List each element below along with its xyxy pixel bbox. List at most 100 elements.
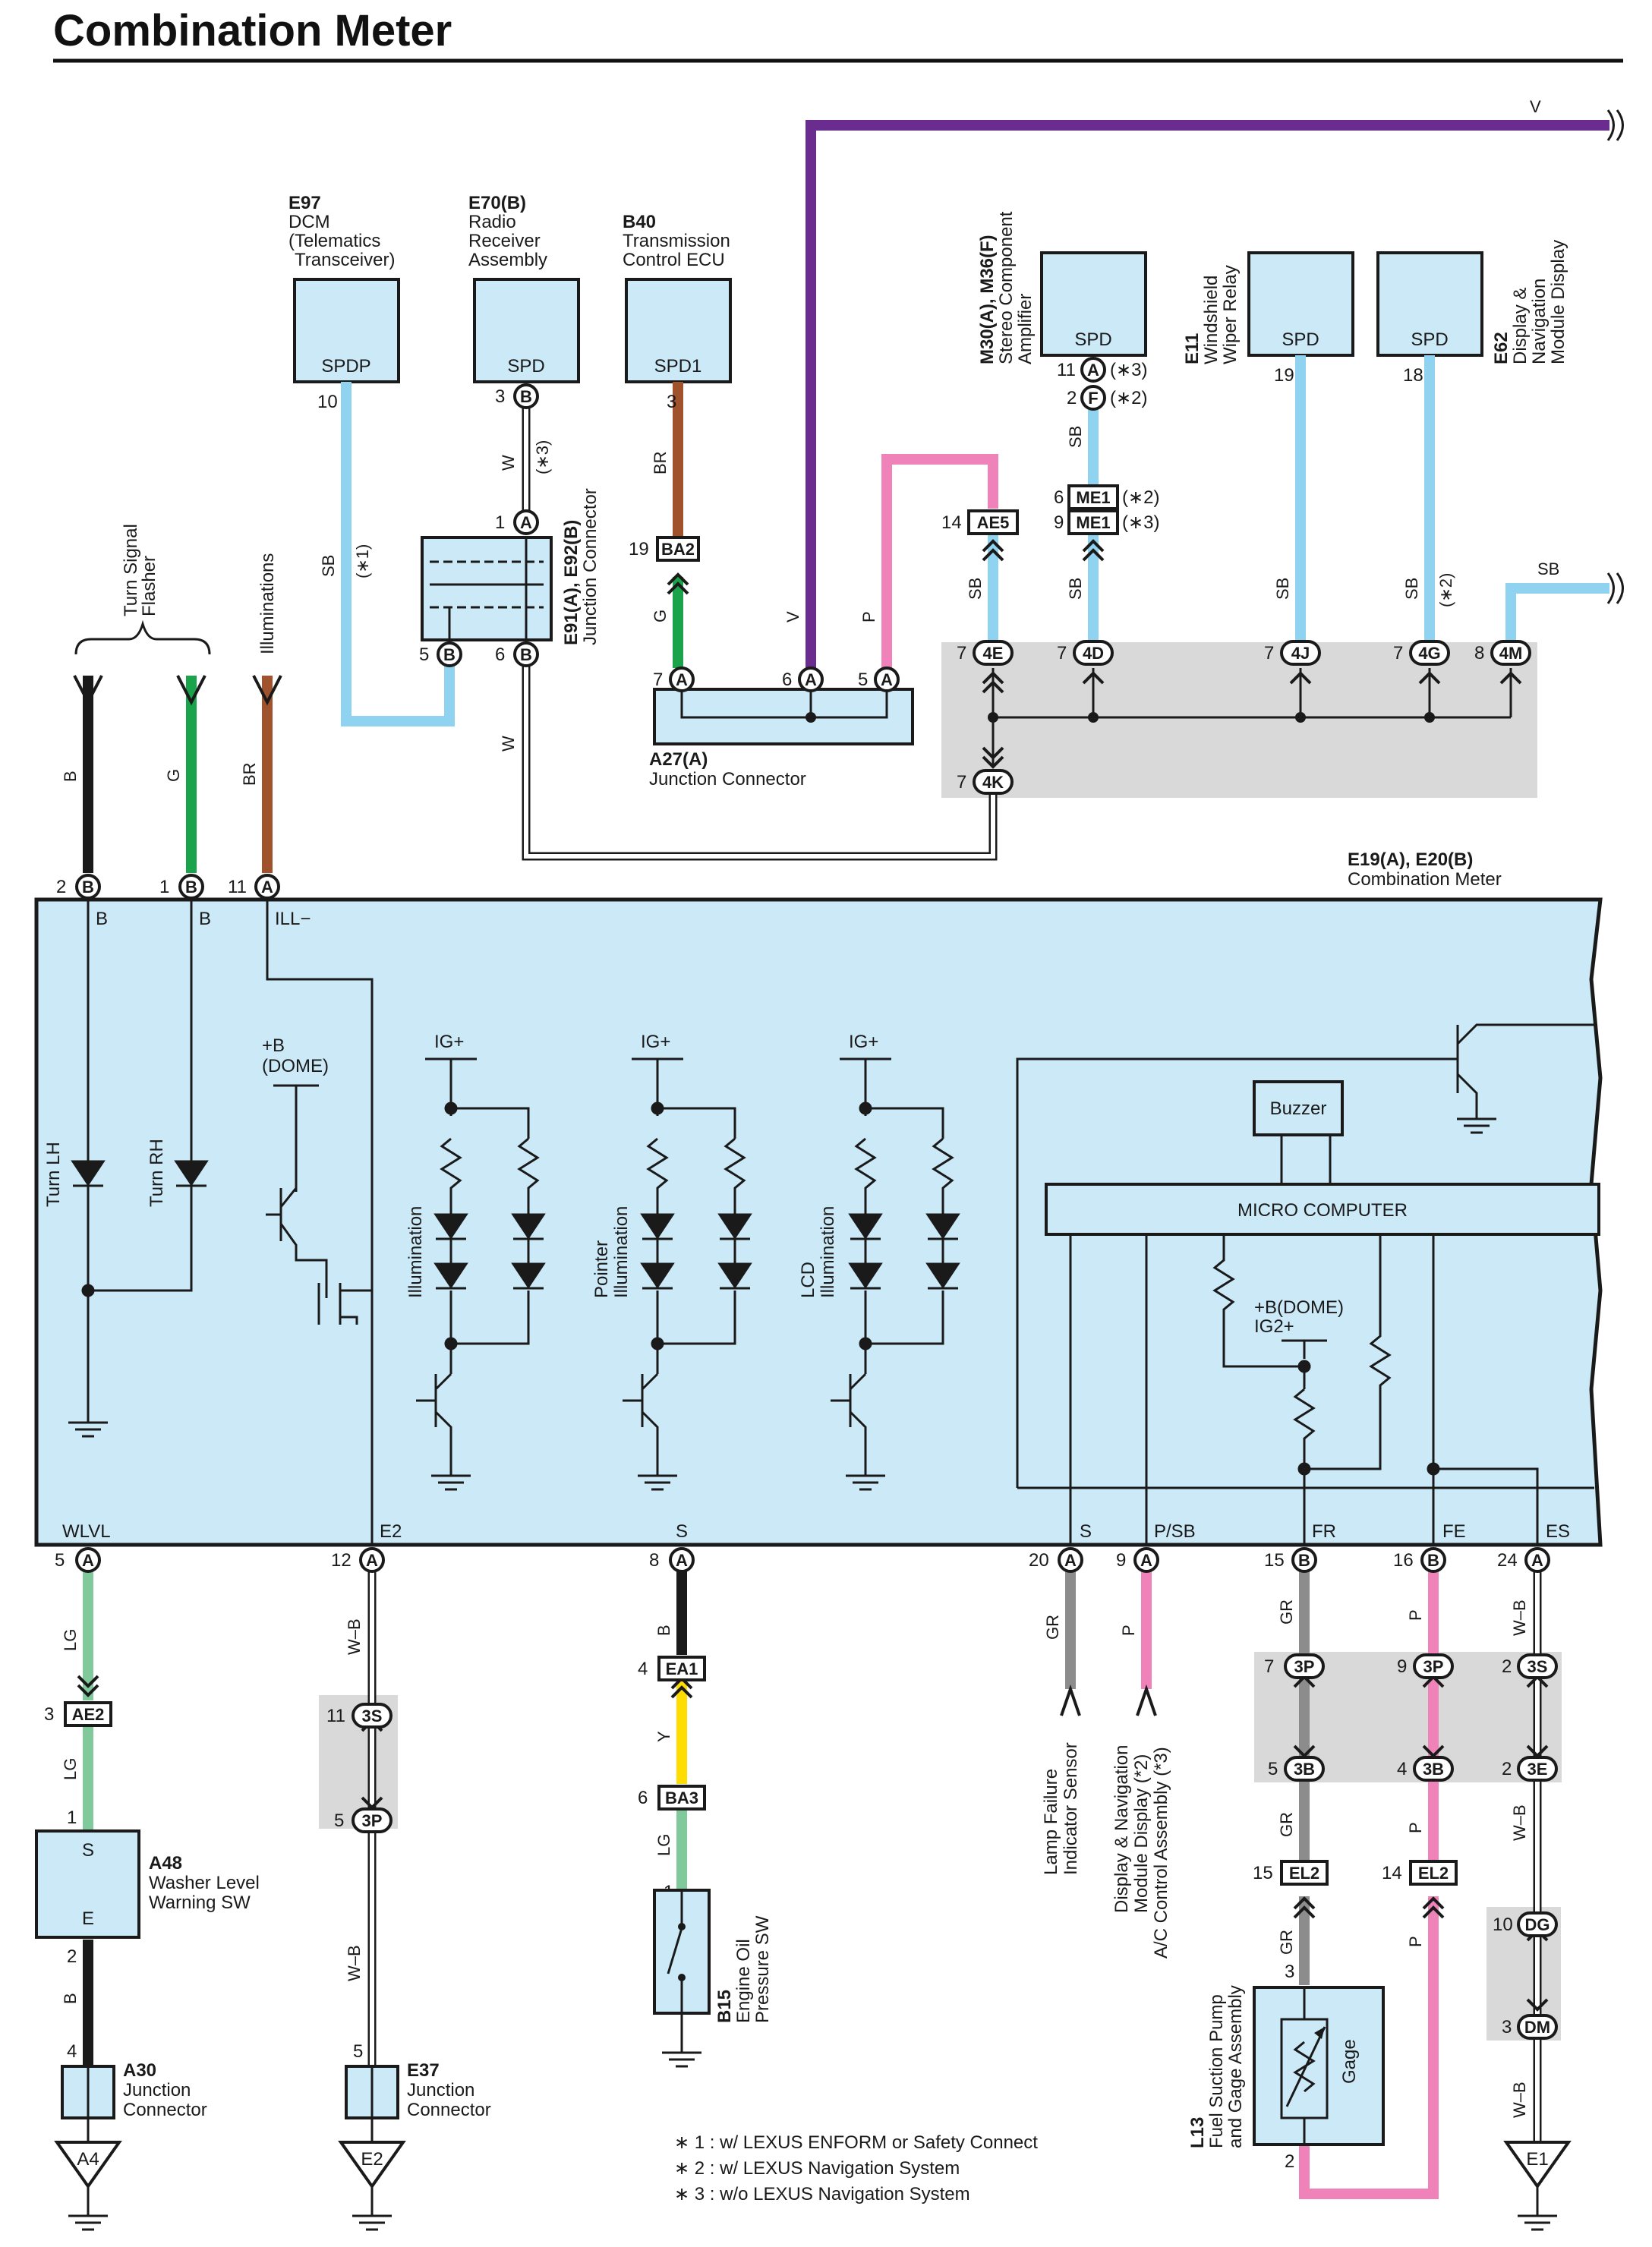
pin-num-14b: 14 (1382, 1863, 1402, 1883)
pin-num-5c: 5 (55, 1550, 65, 1571)
pin-m30-a: A (1087, 361, 1099, 380)
wire-label-v-1: V (783, 611, 802, 622)
component-e70: E70(B) Radio Receiver Assembly SPD (468, 193, 580, 383)
component-e97-line3: Transceiver) (295, 250, 395, 270)
pin-num-12: 12 (331, 1550, 352, 1571)
wire-label-b-2: B (61, 1993, 80, 2004)
pin-m36-f: F (1088, 389, 1098, 408)
component-e97-line1: DCM (288, 212, 330, 232)
wire-label-v-2: V (1530, 97, 1541, 116)
pin-num-5f: 5 (1268, 1759, 1278, 1779)
wire-label-g-1: G (651, 610, 670, 622)
pin-num-7c: 7 (1057, 643, 1067, 663)
inline-connectors-bottom: AE2 EA1 BA3 EL2 EL2 (64, 1656, 1458, 1886)
pin-4g: 4G (1418, 644, 1440, 663)
a30-line1: Junction (123, 2080, 191, 2100)
pin-num-11b: 11 (228, 877, 247, 897)
label-turn-rh: Turn RH (147, 1139, 167, 1207)
note-s2-a: (∗2) (1110, 388, 1147, 408)
illumination-leds (433, 1213, 960, 1290)
pin-num-11a: 11 (1057, 360, 1076, 380)
b15-id: B15 (714, 1990, 735, 2023)
component-e97-id: E97 (288, 193, 321, 213)
component-e70-terminal: SPD (507, 356, 544, 377)
component-e37: E37 Junction Connector (345, 2060, 491, 2141)
pin-num-15b: 15 (1253, 1863, 1273, 1883)
label-dome: (DOME) (262, 1056, 329, 1076)
connector-me1-a: ME1 (1076, 488, 1110, 507)
component-m30-line2: Amplifier (1015, 294, 1036, 364)
component-e62-line2: Navigation (1529, 279, 1550, 364)
component-m30-id: M30(A), M36(F) (977, 235, 998, 364)
illuminations-label: Illuminations (257, 553, 278, 654)
wire-label-b-1: B (61, 771, 80, 782)
pin-num-3: 3 (495, 386, 505, 407)
pin-num-9a: 9 (1054, 512, 1064, 533)
junction-e91: E91(A), E92(B) Junction Connector (421, 488, 601, 653)
label-pointer: Pointer (591, 1240, 612, 1298)
pin-num-10: 10 (317, 392, 338, 412)
junction-block-shade (941, 642, 1537, 798)
component-e70-line2: Receiver (468, 231, 541, 251)
wire-label-br-1: BR (651, 451, 670, 474)
junction-e91-id: E91(A), E92(B) (561, 520, 582, 645)
wire-label-p-5: P (1406, 1936, 1425, 1947)
pin-e92-b5: B (443, 645, 456, 664)
pin-a27-6: A (805, 670, 817, 689)
footnote-3: ∗ 3 : w/o LEXUS Navigation System (674, 2184, 970, 2204)
wire-labels-top: SB (∗1) W (∗3) W BR G V V P SB SB SB SB … (61, 97, 1559, 786)
pin-num-8b: 8 (649, 1550, 659, 1571)
pin-num-14a: 14 (941, 512, 962, 533)
pin-num-6b: 6 (782, 670, 792, 690)
pin-dm: DM (1524, 2018, 1550, 2037)
component-a30: A30 Junction Connector (61, 2060, 207, 2141)
pin-num-2f: 2 (1285, 2151, 1294, 2172)
wire-label-p-4: P (1406, 1822, 1425, 1833)
component-e11-id: E11 (1182, 333, 1203, 364)
wire-label-note3: (∗3) (533, 440, 552, 474)
pin-num-2d: 2 (1502, 1656, 1512, 1677)
note-s3-b: (∗3) (1122, 512, 1159, 533)
wire-label-br-2: BR (240, 762, 259, 786)
pin-num-9c: 9 (1397, 1656, 1407, 1677)
label-illumination: Illumination (405, 1206, 426, 1298)
component-b40: B40 Transmission Control ECU SPD1 (623, 212, 732, 383)
pin-a27-5: A (881, 670, 893, 689)
pin-meter-b16: B (1427, 1551, 1439, 1570)
pin-num-8a: 8 (1474, 643, 1484, 663)
junction-a27: A27(A) Junction Connector (649, 679, 914, 789)
pin-numbers-bottom: 3 1 2 4 11 5 5 4 6 1 7 9 2 5 4 2 15 14 1… (44, 1656, 1513, 2172)
meter-pin-ill: ILL− (275, 909, 311, 929)
a48-id: A48 (149, 1853, 182, 1874)
meter-pin-psb: P/SB (1154, 1521, 1196, 1542)
pin-meter-b15: B (1298, 1551, 1310, 1570)
pin-num-7d: 7 (1264, 643, 1274, 663)
pin-meter-a5: A (82, 1551, 94, 1570)
wires-bottom (83, 1571, 1542, 2199)
pin-num-2e: 2 (1502, 1759, 1512, 1779)
pin-num-5d: 5 (334, 1811, 344, 1831)
pin-meter-a12: A (366, 1551, 378, 1570)
e37-id: E37 (407, 2060, 440, 2081)
wire-label-p-3: P (1406, 1609, 1425, 1621)
pin-num-2a: 2 (1067, 388, 1077, 408)
pin-3e-es: 3E (1527, 1760, 1548, 1779)
wire-label-y: Y (654, 1731, 673, 1742)
wire-label-p-1: P (859, 611, 878, 622)
wire-label-sb-4: SB (1066, 578, 1085, 600)
pin-meter-a8: A (676, 1551, 688, 1570)
illumination-groups (416, 1057, 954, 1465)
lamp-failure-line1: Lamp Failure (1041, 1769, 1061, 1875)
component-e62-line1: Display & (1510, 288, 1531, 364)
wires-top (83, 109, 1624, 873)
pin-e70-b: B (520, 387, 532, 406)
micro-computer-section (1016, 1023, 1600, 1545)
label-pointer-illum: Illumination (611, 1206, 632, 1298)
wire-label-w-2: W (499, 736, 518, 752)
wire-label-sb-2: SB (966, 578, 985, 600)
pin-num-16: 16 (1393, 1550, 1414, 1571)
flasher-labels: Turn Signal Flasher Illuminations (74, 524, 278, 655)
pin-4e: 4E (983, 644, 1004, 663)
component-m30: M30(A), M36(F) Stereo Component Amplifie… (977, 211, 1147, 364)
combination-meter: E19(A), E20(B) Combination Meter (34, 849, 1603, 1547)
